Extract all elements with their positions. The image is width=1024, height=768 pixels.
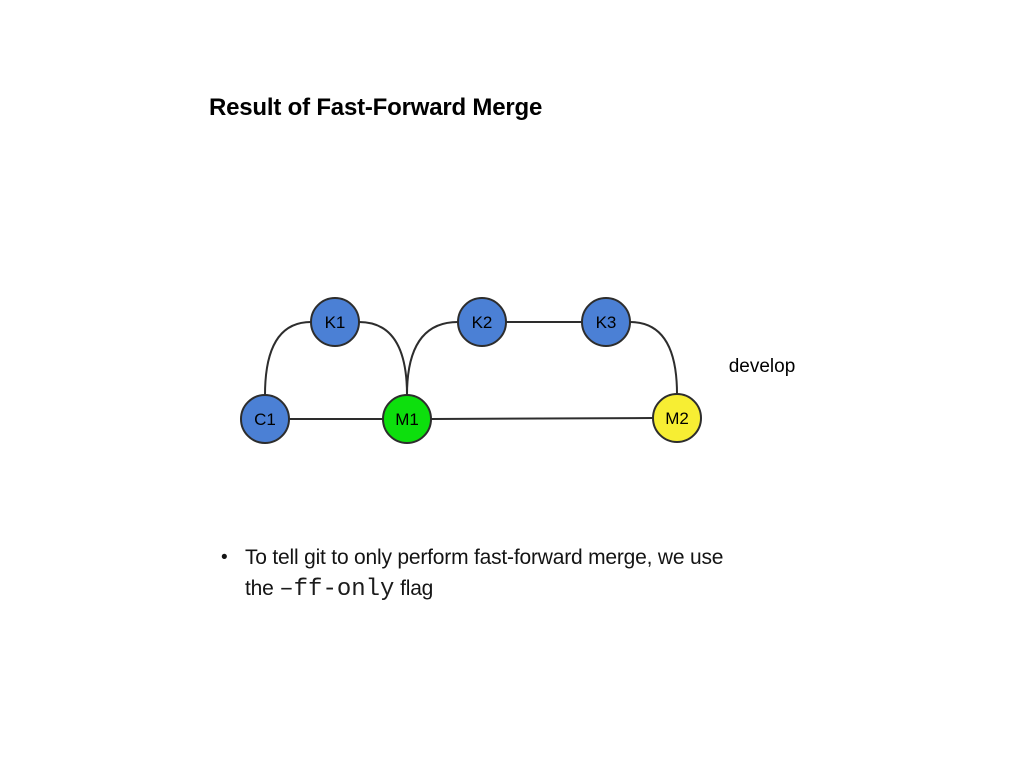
commit-label-M2: M2 xyxy=(665,409,689,428)
commit-label-C1: C1 xyxy=(254,410,276,429)
commit-node-K2: K2 xyxy=(457,297,507,347)
edge-M1-M2 xyxy=(430,417,654,420)
branch-label-develop: develop xyxy=(729,356,796,377)
edge-C1-K1 xyxy=(264,321,312,396)
commit-circle-K2 xyxy=(457,297,507,347)
commit-circle-M1 xyxy=(382,394,432,444)
commit-label-K1: K1 xyxy=(325,313,346,332)
commit-node-K1: K1 xyxy=(310,297,360,347)
bullet-line1: To tell git to only perform fast-forward… xyxy=(245,546,724,569)
bullet-line2-before: the xyxy=(245,577,280,600)
slide-title: Result of Fast-Forward Merge xyxy=(209,94,543,121)
edge-K1-M1 xyxy=(358,321,408,396)
bullet-text: To tell git to only perform fast-forward… xyxy=(245,542,723,605)
bullet-marker: • xyxy=(221,547,228,568)
commit-circle-C1 xyxy=(240,394,290,444)
commit-circle-K3 xyxy=(581,297,631,347)
commit-node-M1: M1 xyxy=(382,394,432,444)
commit-node-K3: K3 xyxy=(581,297,631,347)
commit-label-K2: K2 xyxy=(472,313,493,332)
bullet-code-ff-only: –ff-only xyxy=(279,576,395,603)
edge-M1-K2 xyxy=(406,321,459,396)
commit-node-M2: M2 xyxy=(652,393,702,443)
bullet-line2-after: flag xyxy=(394,577,434,600)
commit-label-M1: M1 xyxy=(395,410,419,429)
commit-circle-M2 xyxy=(652,393,702,443)
bullet-item: • To tell git to only perform fast-forwa… xyxy=(221,542,723,605)
commit-label-K3: K3 xyxy=(596,313,617,332)
commit-node-C1: C1 xyxy=(240,394,290,444)
commit-circle-K1 xyxy=(310,297,360,347)
edge-K3-M2 xyxy=(629,321,678,395)
